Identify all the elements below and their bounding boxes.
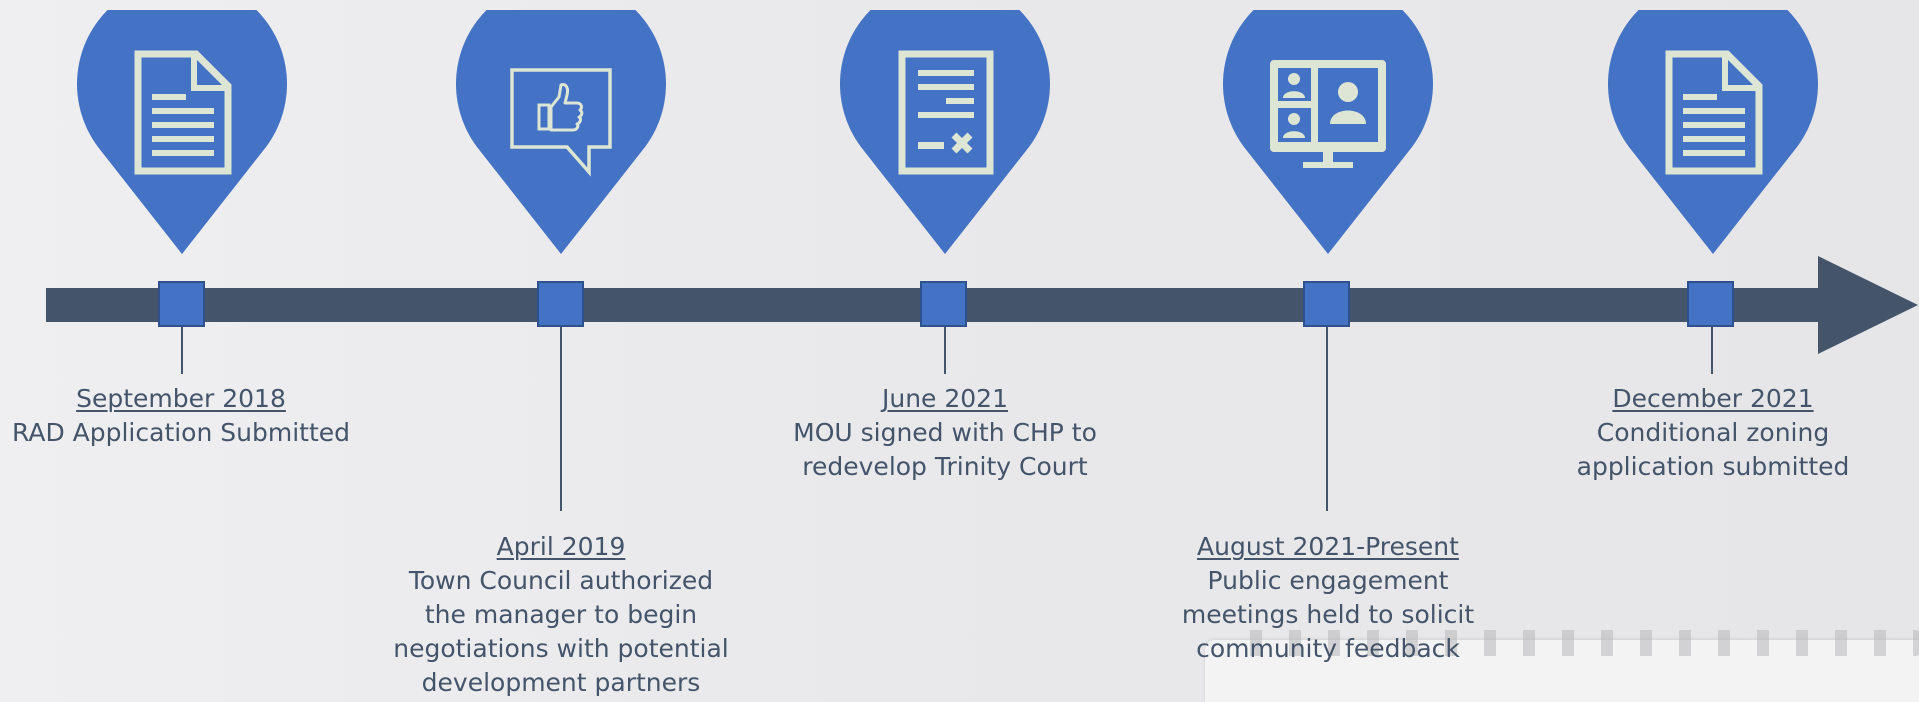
thumbs-up-speech-icon: [510, 68, 612, 177]
connector-line-dec-2021: [1711, 327, 1713, 374]
connector-line-sep-2018: [181, 327, 183, 374]
milestone-description: Town Council authorized the manager to b…: [393, 566, 729, 697]
milestone-description: Public engagement meetings held to solic…: [1181, 566, 1475, 663]
timeline-node-aug-2021: [1303, 281, 1350, 327]
connector-line-aug-2021: [1326, 327, 1328, 511]
pin-marker-sep-2018: [76, 10, 288, 255]
milestone-label-apr-2019: April 2019 Town Council authorized the m…: [361, 530, 761, 700]
document-icon: [1665, 50, 1763, 175]
pin-marker-aug-2021: [1222, 10, 1434, 255]
timeline-node-sep-2018: [158, 281, 205, 327]
milestone-date: September 2018: [76, 384, 286, 413]
background-spiral-rings: [1230, 630, 1919, 656]
milestone-description: RAD Application Submitted: [11, 418, 351, 447]
contract-icon: [898, 50, 994, 175]
timeline-node-dec-2021: [1687, 281, 1734, 327]
connector-line-apr-2019: [560, 327, 562, 511]
milestone-label-aug-2021: August 2021-Present Public engagement me…: [1128, 530, 1528, 666]
pin-marker-jun-2021: [839, 10, 1051, 255]
pin-shape: [1608, 10, 1818, 254]
milestone-description: MOU signed with CHP to redevelop Trinity…: [793, 418, 1097, 481]
milestone-date: December 2021: [1612, 384, 1814, 413]
pin-shape: [840, 10, 1050, 254]
pin-marker-dec-2021: [1607, 10, 1819, 255]
milestone-label-jun-2021: June 2021 MOU signed with CHP to redevel…: [745, 382, 1145, 484]
milestone-label-dec-2021: December 2021 Conditional zoning applica…: [1513, 382, 1913, 484]
timeline-node-jun-2021: [920, 281, 967, 327]
pin-marker-apr-2019: [455, 10, 667, 255]
milestone-date: June 2021: [881, 384, 1008, 413]
timeline-node-apr-2019: [537, 281, 584, 327]
milestone-label-sep-2018: September 2018 RAD Application Submitted: [0, 382, 381, 450]
milestone-date: August 2021-Present: [1197, 532, 1459, 561]
video-conference-icon: [1270, 60, 1386, 168]
document-icon: [134, 50, 232, 175]
pin-shape: [456, 10, 666, 254]
pin-shape: [77, 10, 287, 254]
milestone-date: April 2019: [496, 532, 626, 561]
milestone-description: Conditional zoning application submitted: [1576, 418, 1850, 481]
timeline-arrowhead: [1818, 256, 1918, 354]
connector-line-jun-2021: [944, 327, 946, 374]
